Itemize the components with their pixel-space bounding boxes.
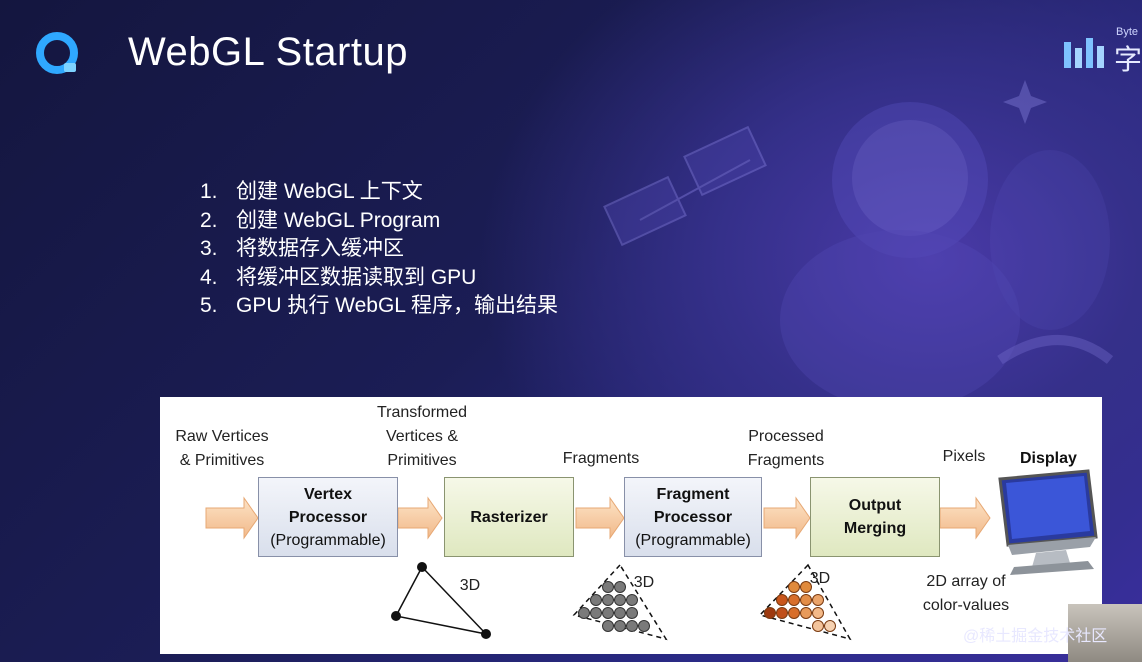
output-merging-box: Output Merging: [810, 477, 940, 557]
arrow-icon: [575, 496, 625, 540]
pixels-label: Pixels: [942, 448, 986, 465]
list-item: 3.将数据存入缓冲区: [200, 237, 404, 260]
brand-logo: Byte 字: [1062, 26, 1142, 76]
brand-top-text: Byte: [1116, 26, 1139, 38]
app-logo-icon: [36, 32, 78, 74]
label-3d: 3D: [809, 570, 831, 587]
triangle-vertices-icon: [391, 562, 491, 639]
rasterizer-box: Rasterizer: [444, 477, 574, 557]
processed-fragments-icon: [758, 563, 852, 641]
list-item: 2.创建 WebGL Program: [200, 208, 441, 232]
brand-bars-icon: [1064, 38, 1104, 68]
page-title: WebGL Startup: [128, 30, 408, 74]
fragment-processor-box: Fragment Processor (Programmable): [624, 477, 762, 557]
astronaut-illustration: [603, 80, 1114, 410]
brand-char-text: 字: [1114, 44, 1142, 75]
rasterized-triangle-icon: [572, 563, 668, 641]
vertex-processor-box: Vertex Processor (Programmable): [258, 477, 398, 557]
webcam-overlay: [1068, 604, 1142, 662]
arrow-icon: [397, 496, 443, 540]
site-watermark: @稀土掘金技术社区: [963, 628, 1108, 645]
display-monitor-icon: [998, 469, 1098, 575]
input-label: Raw Vertices& Primitives: [175, 428, 269, 469]
list-item: 5.GPU 执行 WebGL 程序，输出结果: [200, 294, 559, 317]
steps-list: 1.创建 WebGL 上下文 2.创建 WebGL Program 3.将数据存…: [200, 178, 558, 321]
label-3d: 3D: [459, 577, 481, 594]
label-3d: 3D: [633, 574, 655, 591]
pipeline-graphics: [205, 469, 1098, 641]
fragments-label: Fragments: [562, 450, 640, 467]
list-item: 4.将缓冲区数据读取到 GPU: [200, 265, 477, 289]
display-label: Display: [1020, 450, 1077, 467]
list-item: 1.创建 WebGL 上下文: [200, 180, 423, 203]
arrow-icon: [939, 496, 991, 540]
arrow-icon: [205, 496, 259, 540]
arrow-icon: [763, 496, 811, 540]
